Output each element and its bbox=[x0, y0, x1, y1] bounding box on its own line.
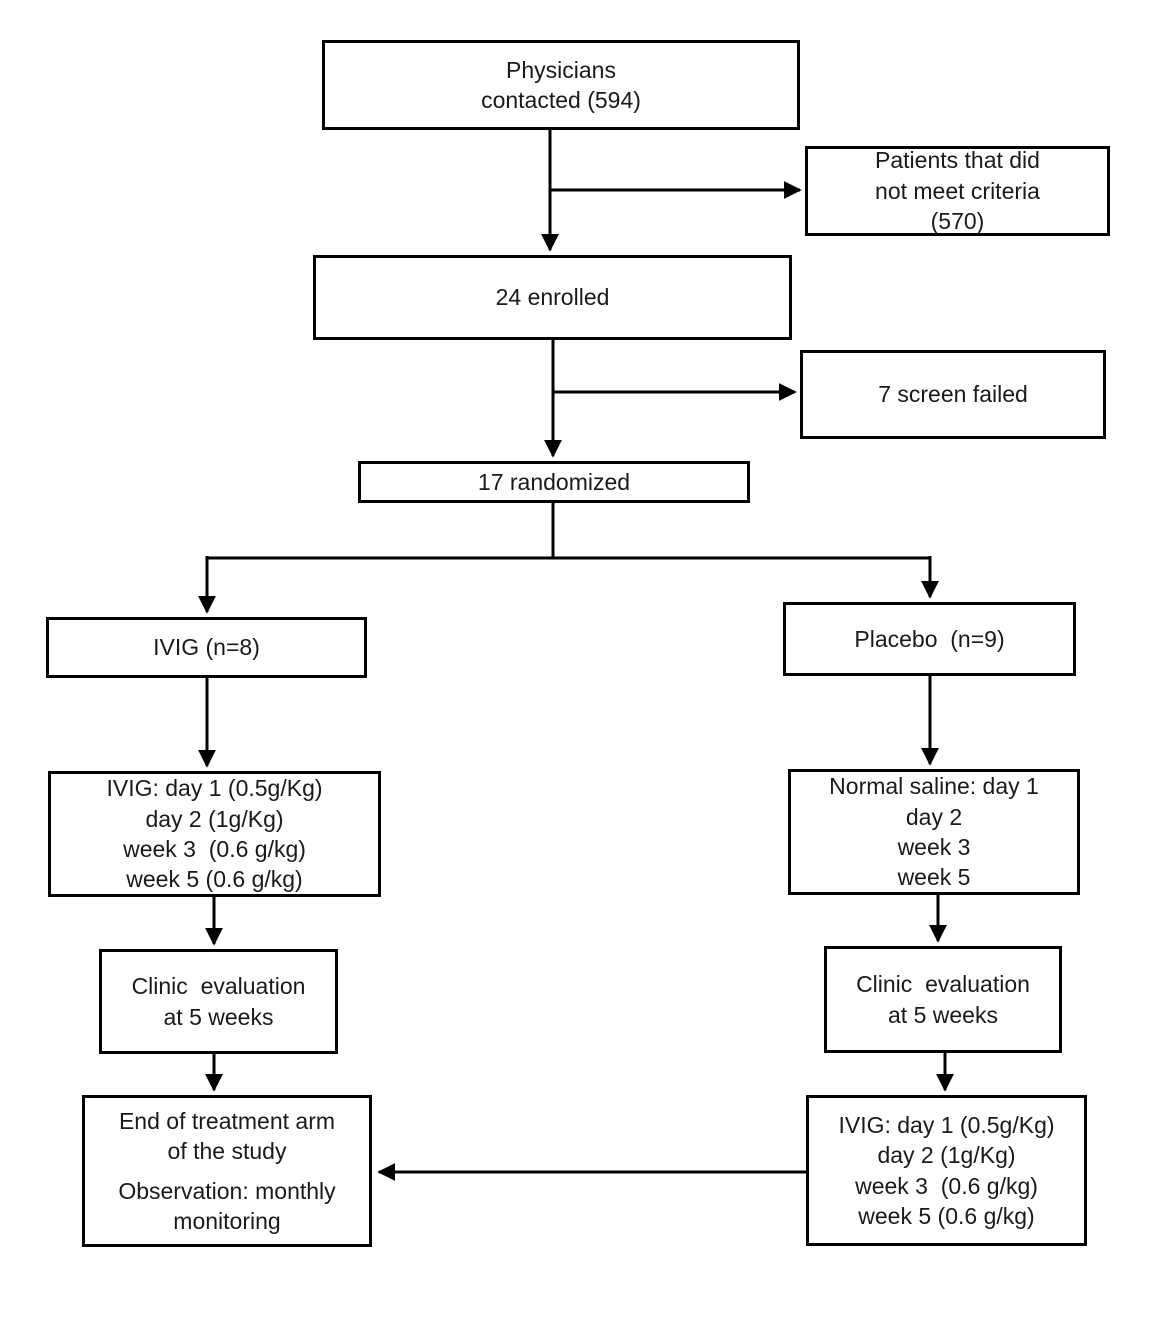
node-clinic-evaluation-ivig: Clinic evaluation at 5 weeks bbox=[99, 949, 338, 1054]
node-normal-saline-schedule: Normal saline: day 1 day 2 week 3 week 5 bbox=[788, 769, 1080, 895]
node-physicians-contacted: Physicians contacted (594) bbox=[322, 40, 800, 130]
node-ivig-crossover-schedule: IVIG: day 1 (0.5g/Kg) day 2 (1g/Kg) week… bbox=[806, 1095, 1087, 1246]
node-end-of-treatment: End of treatment arm of the study Observ… bbox=[82, 1095, 372, 1247]
node-ivig-arm: IVIG (n=8) bbox=[46, 617, 367, 678]
node-ivig-dosing-schedule: IVIG: day 1 (0.5g/Kg) day 2 (1g/Kg) week… bbox=[48, 771, 381, 897]
end-of-treatment-line2: Observation: monthly monitoring bbox=[118, 1177, 336, 1234]
node-placebo-arm: Placebo (n=9) bbox=[783, 602, 1076, 676]
node-clinic-evaluation-placebo: Clinic evaluation at 5 weeks bbox=[824, 946, 1062, 1053]
node-screen-failed: 7 screen failed bbox=[800, 350, 1106, 439]
node-enrolled: 24 enrolled bbox=[313, 255, 792, 340]
node-patients-not-meeting-criteria: Patients that did not meet criteria (570… bbox=[805, 146, 1110, 236]
end-of-treatment-line1: End of treatment arm of the study bbox=[118, 1107, 336, 1165]
node-randomized: 17 randomized bbox=[358, 461, 750, 503]
